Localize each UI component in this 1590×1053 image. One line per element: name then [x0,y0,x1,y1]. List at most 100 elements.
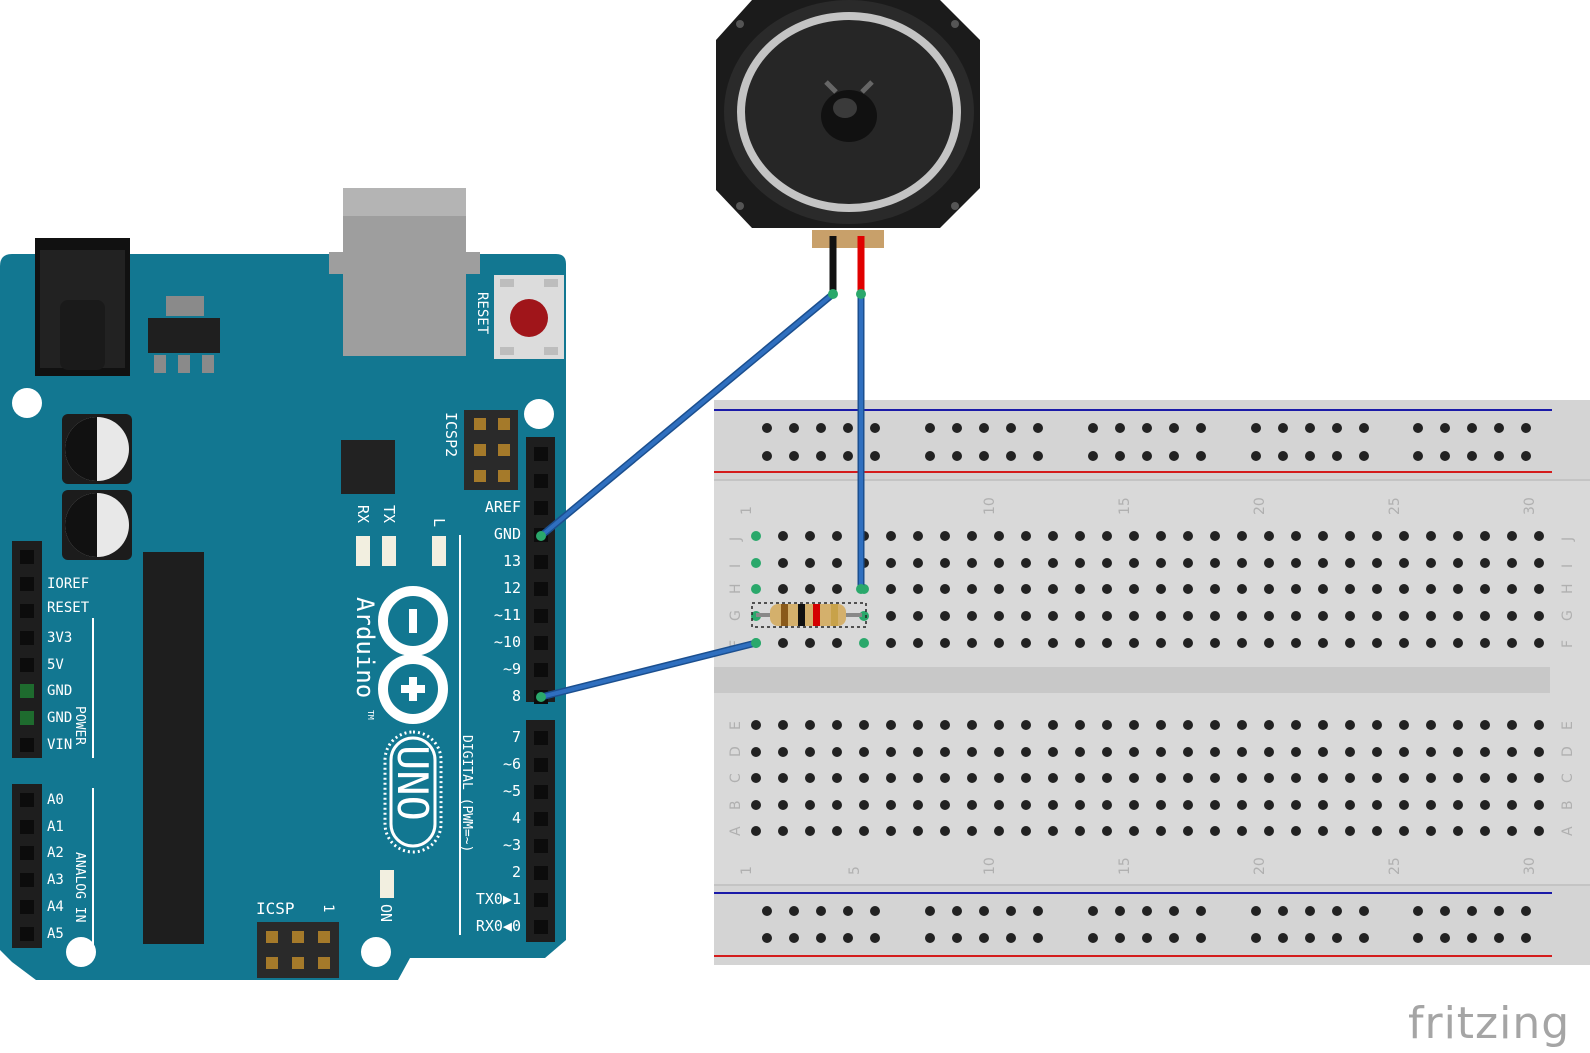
breadboard-hole[interactable] [994,826,1004,836]
breadboard-hole[interactable] [1183,584,1193,594]
header-pin[interactable] [534,866,548,880]
breadboard-hole[interactable] [805,747,815,757]
breadboard-hole[interactable] [1507,558,1517,568]
breadboard-hole[interactable] [1183,747,1193,757]
power-rail-hole[interactable] [1467,423,1477,433]
breadboard-hole[interactable] [967,720,977,730]
icsp-pin[interactable] [266,957,278,969]
breadboard-hole[interactable] [1372,773,1382,783]
breadboard-hole[interactable] [1264,531,1274,541]
power-rail-hole[interactable] [1196,933,1206,943]
breadboard-hole[interactable] [967,558,977,568]
power-rail-hole[interactable] [1142,423,1152,433]
breadboard-hole[interactable] [886,584,896,594]
breadboard-hole[interactable] [1021,558,1031,568]
breadboard-hole[interactable] [1318,611,1328,621]
breadboard-hole[interactable] [1156,773,1166,783]
power-rail-hole[interactable] [1006,423,1016,433]
breadboard-hole[interactable] [1453,531,1463,541]
breadboard-hole[interactable] [1264,611,1274,621]
breadboard-hole[interactable] [859,773,869,783]
breadboard-hole[interactable] [1237,611,1247,621]
breadboard-hole[interactable] [1156,531,1166,541]
breadboard-hole[interactable] [1372,531,1382,541]
power-rail-hole[interactable] [1033,423,1043,433]
header-pin[interactable] [534,636,548,650]
breadboard-hole[interactable] [1480,611,1490,621]
breadboard-hole[interactable] [1507,611,1517,621]
breadboard-hole[interactable] [859,720,869,730]
power-rail-hole[interactable] [1142,906,1152,916]
breadboard-hole[interactable] [913,773,923,783]
breadboard-hole[interactable] [1048,826,1058,836]
breadboard-hole[interactable] [1426,800,1436,810]
power-rail-hole[interactable] [816,451,826,461]
breadboard-hole[interactable] [1129,558,1139,568]
power-rail-hole[interactable] [979,451,989,461]
header-pin[interactable] [534,785,548,799]
breadboard-hole[interactable] [805,800,815,810]
breadboard-hole[interactable] [1210,800,1220,810]
power-rail-hole[interactable] [1359,933,1369,943]
power-rail-hole[interactable] [816,933,826,943]
power-rail-hole[interactable] [816,906,826,916]
power-rail-hole[interactable] [1278,906,1288,916]
breadboard-hole[interactable] [1291,638,1301,648]
breadboard-hole[interactable] [1507,826,1517,836]
breadboard-hole[interactable] [1264,747,1274,757]
breadboard-hole[interactable] [1291,611,1301,621]
breadboard-hole[interactable] [859,638,869,648]
breadboard-hole[interactable] [886,611,896,621]
breadboard-hole[interactable] [1129,826,1139,836]
breadboard-hole[interactable] [832,747,842,757]
power-rail-hole[interactable] [870,906,880,916]
power-rail-hole[interactable] [843,423,853,433]
breadboard-hole[interactable] [1075,638,1085,648]
power-rail-hole[interactable] [1251,423,1261,433]
breadboard-hole[interactable] [1345,531,1355,541]
power-rail-hole[interactable] [1142,451,1152,461]
breadboard-hole[interactable] [1534,773,1544,783]
breadboard-hole[interactable] [1453,720,1463,730]
breadboard-hole[interactable] [1048,611,1058,621]
breadboard-hole[interactable] [1183,558,1193,568]
breadboard-hole[interactable] [832,558,842,568]
breadboard-hole[interactable] [940,638,950,648]
breadboard-hole[interactable] [1399,638,1409,648]
power-rail-hole[interactable] [1413,451,1423,461]
power-rail-hole[interactable] [1440,933,1450,943]
breadboard-hole[interactable] [1237,826,1247,836]
header-pin[interactable] [534,555,548,569]
breadboard-hole[interactable] [1480,531,1490,541]
breadboard-hole[interactable] [1075,720,1085,730]
breadboard-hole[interactable] [805,558,815,568]
header-pin[interactable] [20,793,34,807]
header-pin[interactable] [20,577,34,591]
breadboard-hole[interactable] [832,720,842,730]
breadboard-hole[interactable] [1264,720,1274,730]
header-pin[interactable] [20,927,34,941]
breadboard-hole[interactable] [886,638,896,648]
breadboard-hole[interactable] [1183,773,1193,783]
power-rail-hole[interactable] [1278,423,1288,433]
power-rail-hole[interactable] [1142,933,1152,943]
breadboard-hole[interactable] [1264,558,1274,568]
breadboard-hole[interactable] [1399,826,1409,836]
breadboard-hole[interactable] [1291,531,1301,541]
breadboard-hole[interactable] [1534,558,1544,568]
breadboard-hole[interactable] [1237,773,1247,783]
breadboard-hole[interactable] [1210,747,1220,757]
breadboard-hole[interactable] [1237,558,1247,568]
breadboard-hole[interactable] [1318,531,1328,541]
breadboard-hole[interactable] [1210,826,1220,836]
breadboard-hole[interactable] [1318,584,1328,594]
breadboard-hole[interactable] [1399,558,1409,568]
breadboard-hole[interactable] [1345,638,1355,648]
breadboard-hole[interactable] [1264,800,1274,810]
power-rail-hole[interactable] [1521,933,1531,943]
breadboard-hole[interactable] [1318,826,1328,836]
breadboard-hole[interactable] [751,720,761,730]
power-rail-hole[interactable] [979,933,989,943]
breadboard-hole[interactable] [886,800,896,810]
power-rail-hole[interactable] [925,933,935,943]
